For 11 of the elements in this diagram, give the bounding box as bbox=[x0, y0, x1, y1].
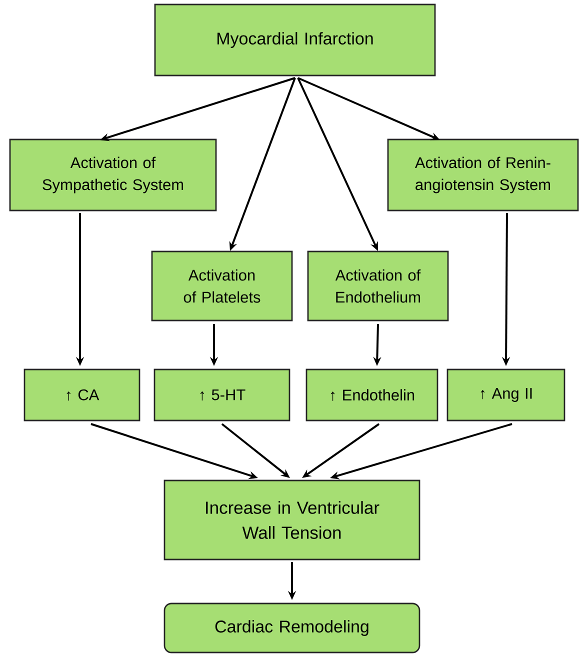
process-box: Activation of Renin-angiotensin System bbox=[387, 138, 579, 212]
process-box: Myocardial Infarction bbox=[154, 4, 436, 76]
process-box: ↑ Ang II bbox=[446, 368, 566, 422]
process-box: ↑ CA bbox=[24, 368, 140, 422]
process-box: ↑ Endothelin bbox=[306, 368, 438, 422]
process-box: ↑ 5-HT bbox=[154, 368, 290, 422]
process-box: Activation of Endothelium bbox=[307, 250, 449, 322]
process-box: Activation of Platelets bbox=[151, 250, 293, 322]
process-box: Cardiac Remodeling bbox=[164, 602, 420, 654]
process-box: Activation of Sympathetic System bbox=[9, 138, 217, 212]
process-box: Increase in Ventricular Wall Tension bbox=[164, 480, 420, 560]
